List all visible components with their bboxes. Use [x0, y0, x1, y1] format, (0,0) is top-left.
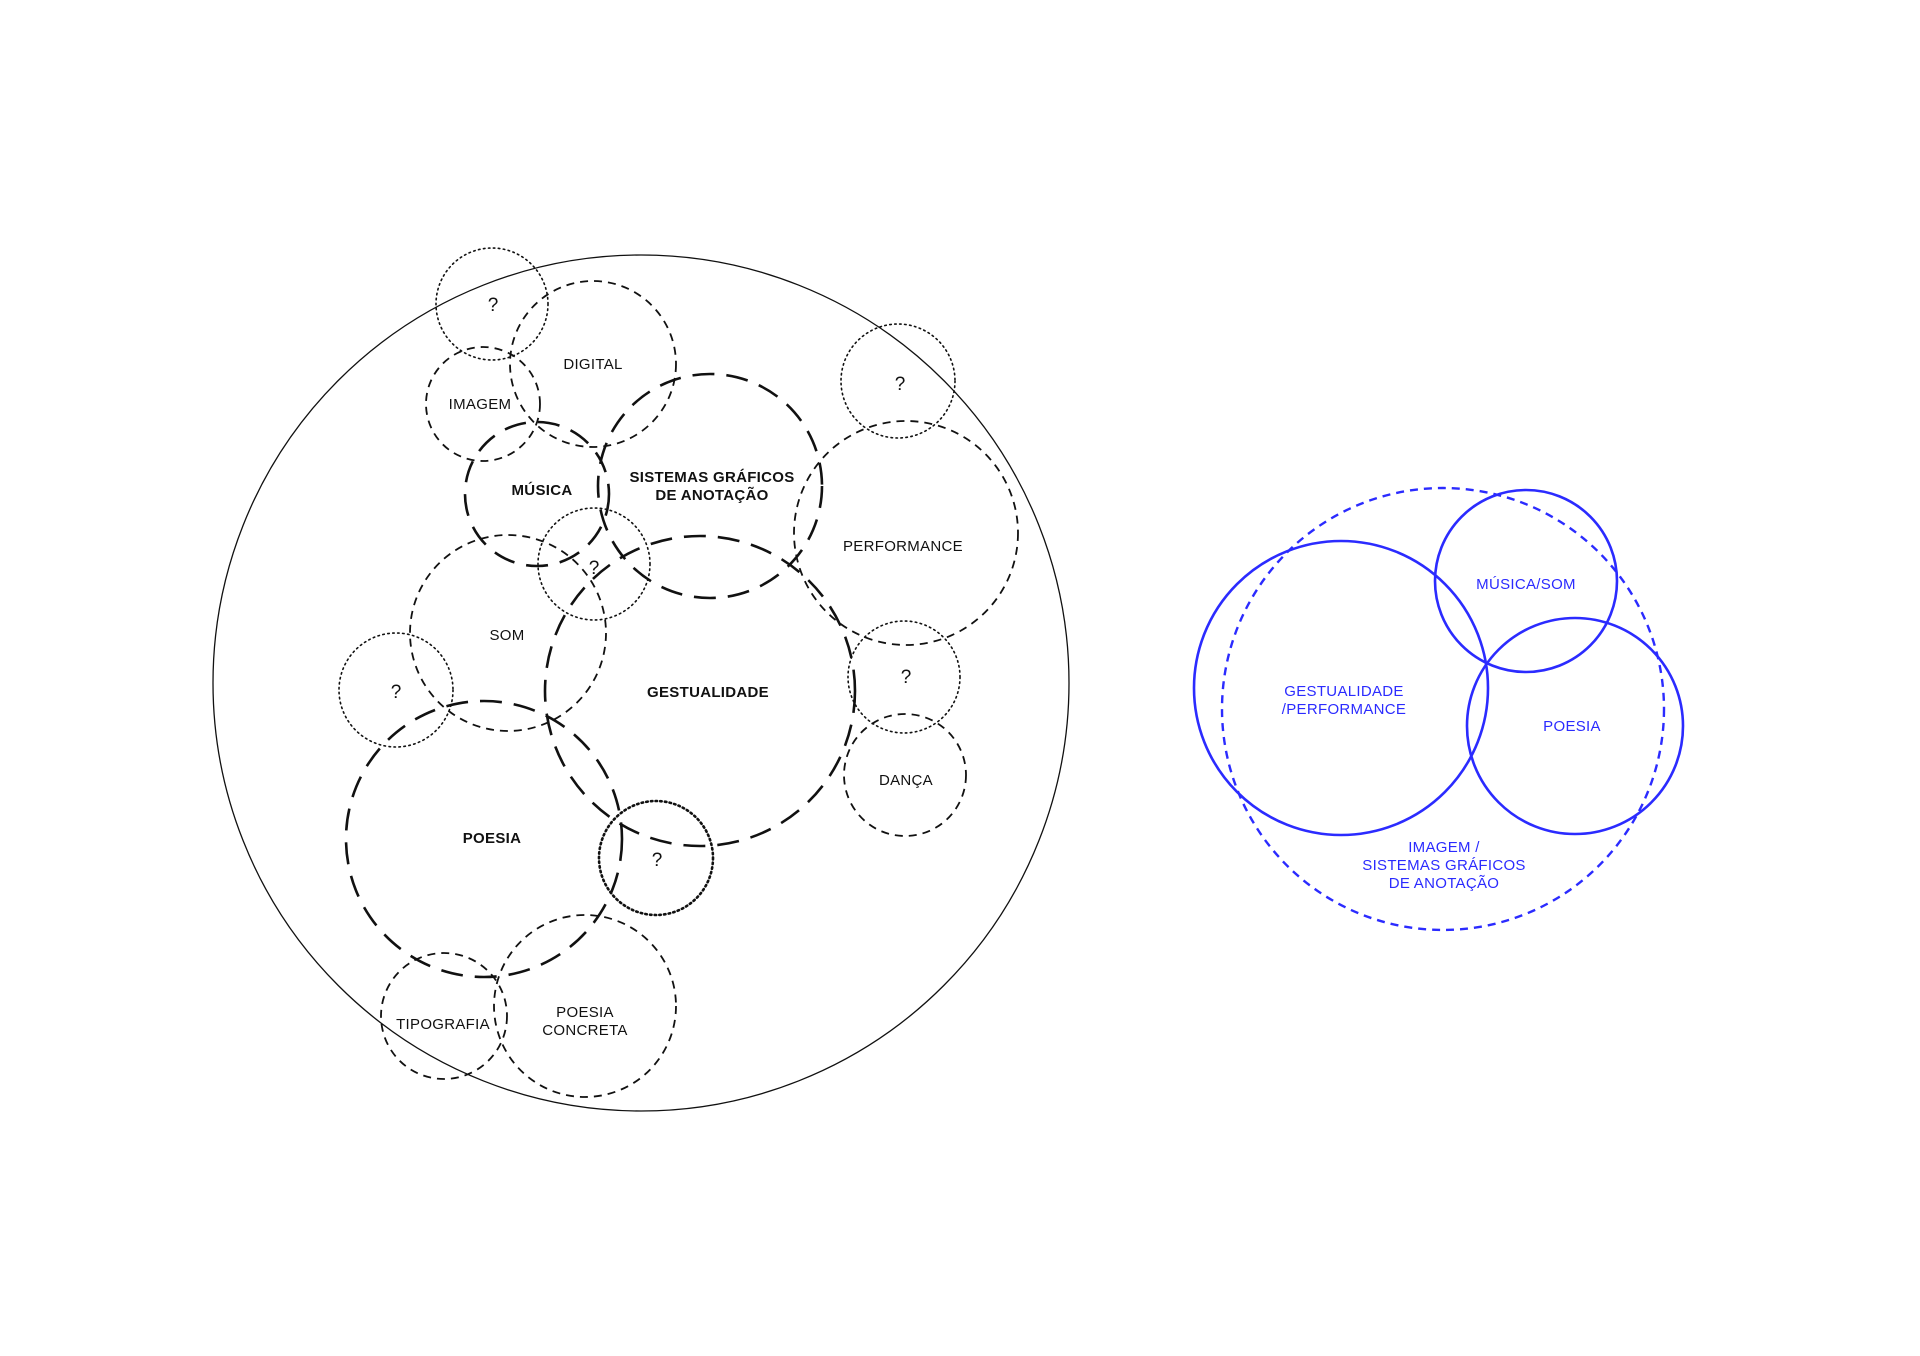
label-performance: PERFORMANCE: [843, 538, 963, 555]
unknown-circle-center: [537, 507, 651, 621]
question-mark: ?: [901, 667, 912, 688]
outer-circle: [212, 254, 1070, 1112]
question-mark: ?: [488, 295, 499, 316]
digital-circle: [509, 280, 677, 448]
imagem-sistemas-circle: [1220, 486, 1666, 932]
label-imagem-line1: IMAGEM /: [1408, 839, 1480, 856]
label-sistemas-line2: DE ANOTAÇÃO: [655, 486, 768, 504]
label-danca: DANÇA: [879, 772, 933, 789]
label-gestualidade: GESTUALIDADE: [647, 684, 769, 701]
label-imagem-line2: SISTEMAS GRÁFICOS: [1362, 857, 1525, 874]
unknown-circle-top: [435, 247, 549, 361]
label-sistemas-line1: SISTEMAS GRÁFICOS: [629, 469, 794, 486]
left-diagram: DIGITAL IMAGEM MÚSICA SISTEMAS GRÁFICOS …: [212, 247, 1070, 1112]
gestualidade-circle: [543, 534, 857, 848]
label-poesia: POESIA: [463, 830, 521, 847]
label-imagem: IMAGEM: [449, 396, 512, 413]
sistemas-circle: [596, 372, 824, 600]
label-poesia-concreta-line2: CONCRETA: [542, 1022, 627, 1039]
musica-som-circle: [1433, 488, 1619, 674]
unknown-circle-right: [847, 620, 961, 734]
poesia-circle: [344, 699, 624, 979]
question-mark: ?: [895, 374, 906, 395]
poesia-circle-blue: [1465, 616, 1685, 836]
question-mark: ?: [652, 850, 663, 871]
poesia-concreta-circle: [493, 914, 677, 1098]
performance-circle: [793, 420, 1019, 646]
label-musica: MÚSICA: [512, 481, 573, 499]
label-gestualidade-line2: /PERFORMANCE: [1282, 701, 1406, 718]
label-musica-som: MÚSICA/SOM: [1476, 576, 1576, 593]
danca-circle: [843, 713, 967, 837]
gestualidade-performance-circle: [1192, 539, 1490, 837]
label-som: SOM: [489, 627, 524, 644]
unknown-circle-left: [338, 632, 454, 748]
label-poesia-blue: POESIA: [1543, 718, 1601, 735]
imagem-circle: [425, 346, 541, 462]
question-mark: ?: [589, 558, 600, 579]
label-digital: DIGITAL: [563, 356, 622, 373]
unknown-circle-bottom: [597, 799, 715, 917]
label-tipografia: TIPOGRAFIA: [396, 1016, 490, 1033]
label-gestualidade-line1: GESTUALIDADE: [1284, 683, 1403, 700]
musica-circle: [463, 420, 611, 568]
right-diagram: MÚSICA/SOM GESTUALIDADE /PERFORMANCE POE…: [1192, 486, 1685, 932]
label-poesia-concreta-line1: POESIA: [556, 1004, 614, 1021]
label-imagem-line3: DE ANOTAÇÃO: [1389, 875, 1500, 892]
som-circle: [409, 534, 607, 732]
unknown-circle-top-right: [840, 323, 956, 439]
tipografia-circle: [380, 952, 508, 1080]
question-mark: ?: [391, 682, 402, 703]
